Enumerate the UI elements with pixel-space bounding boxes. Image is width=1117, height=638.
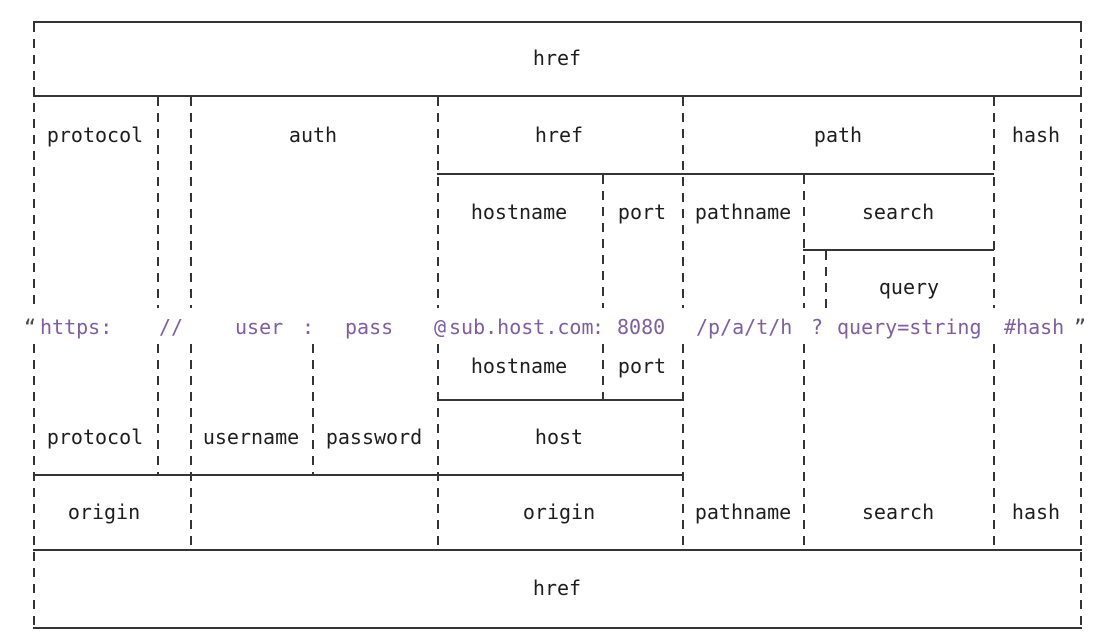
url-at-sign: @ xyxy=(434,315,447,339)
pathname-label-row3: pathname xyxy=(694,200,792,224)
protocol-right-divider-upper xyxy=(157,97,159,308)
row1-bottom-line xyxy=(33,95,1082,97)
search-bottom-line xyxy=(803,249,994,251)
username-label: username xyxy=(202,425,300,449)
url-question-mark: ? xyxy=(811,315,824,339)
auth-left-divider-upper xyxy=(190,97,192,308)
hostname-port-divider-lower xyxy=(602,344,604,399)
bottom-href-top-line xyxy=(33,549,1082,551)
outer-left-border-dashed-upper xyxy=(33,23,35,308)
path-label: path xyxy=(813,123,863,147)
path-hash-divider-upper xyxy=(993,97,995,308)
url-username-segment: user xyxy=(235,315,284,339)
hash-label-lower: hash xyxy=(1011,500,1061,524)
url-slashes-segment: // xyxy=(159,315,184,339)
protocol-label-lower: protocol xyxy=(46,425,144,449)
search-label-lower: search xyxy=(861,500,935,524)
url-password-segment: pass xyxy=(345,315,394,339)
hostname-port-divider-upper xyxy=(602,175,604,308)
port-label-lower: port xyxy=(617,354,667,378)
hostname-label-lower: hostname xyxy=(470,354,568,378)
pathname-search-divider-upper xyxy=(803,175,805,308)
url-query-segment: query=string xyxy=(837,315,982,339)
host-path-bottom-line xyxy=(437,173,994,175)
href-top-label: href xyxy=(532,46,582,70)
href-path-divider-upper xyxy=(682,97,684,308)
host-right-divider-lower xyxy=(682,344,684,549)
username-password-divider xyxy=(312,344,314,474)
pathname-label-lower: pathname xyxy=(694,500,792,524)
protocol-label-row2: protocol xyxy=(46,123,144,147)
url-pathname-segment: /p/a/t/h xyxy=(696,315,793,339)
url-open-quote: “ xyxy=(24,315,37,339)
outer-left-border-dashed-lower xyxy=(33,344,35,627)
hostname-label-row3: hostname xyxy=(470,200,568,224)
outer-right-border-dashed-lower xyxy=(1080,344,1082,627)
username-left-divider-lower xyxy=(190,344,192,549)
query-left-divider xyxy=(825,251,827,308)
protocol-right-divider-lower xyxy=(157,344,159,474)
auth-label: auth xyxy=(288,123,338,147)
href-bottom-label: href xyxy=(532,576,582,600)
url-port-segment: 8080 xyxy=(617,315,666,339)
url-protocol-segment: https: xyxy=(40,315,113,339)
query-label: query xyxy=(878,275,940,299)
url-close-quote: ” xyxy=(1074,315,1087,339)
search-hash-divider-lower xyxy=(993,344,995,549)
lower-hostname-port-bottom-line xyxy=(437,399,683,401)
url-port-colon: : xyxy=(592,315,605,339)
search-label-row3: search xyxy=(861,200,935,224)
origin-right-label: origin xyxy=(522,500,596,524)
url-hostname-segment: sub.host.com xyxy=(449,315,594,339)
origin-left-label: origin xyxy=(67,500,141,524)
outer-bottom-border-line xyxy=(33,627,1082,629)
auth-right-divider-upper xyxy=(437,97,439,308)
password-right-divider-lower xyxy=(437,344,439,549)
pathname-search-divider-lower xyxy=(803,344,805,549)
outer-top-border-line xyxy=(33,21,1082,23)
url-hash-segment: #hash xyxy=(1004,315,1065,339)
origin-row-top-line xyxy=(33,474,683,476)
url-userpass-colon: : xyxy=(302,315,315,339)
host-label: host xyxy=(534,425,584,449)
href-host-label-row2: href xyxy=(534,123,584,147)
port-label-row3: port xyxy=(617,200,667,224)
password-label: password xyxy=(325,425,423,449)
hash-label-row2: hash xyxy=(1011,123,1061,147)
outer-right-border-dashed-upper xyxy=(1080,23,1082,308)
